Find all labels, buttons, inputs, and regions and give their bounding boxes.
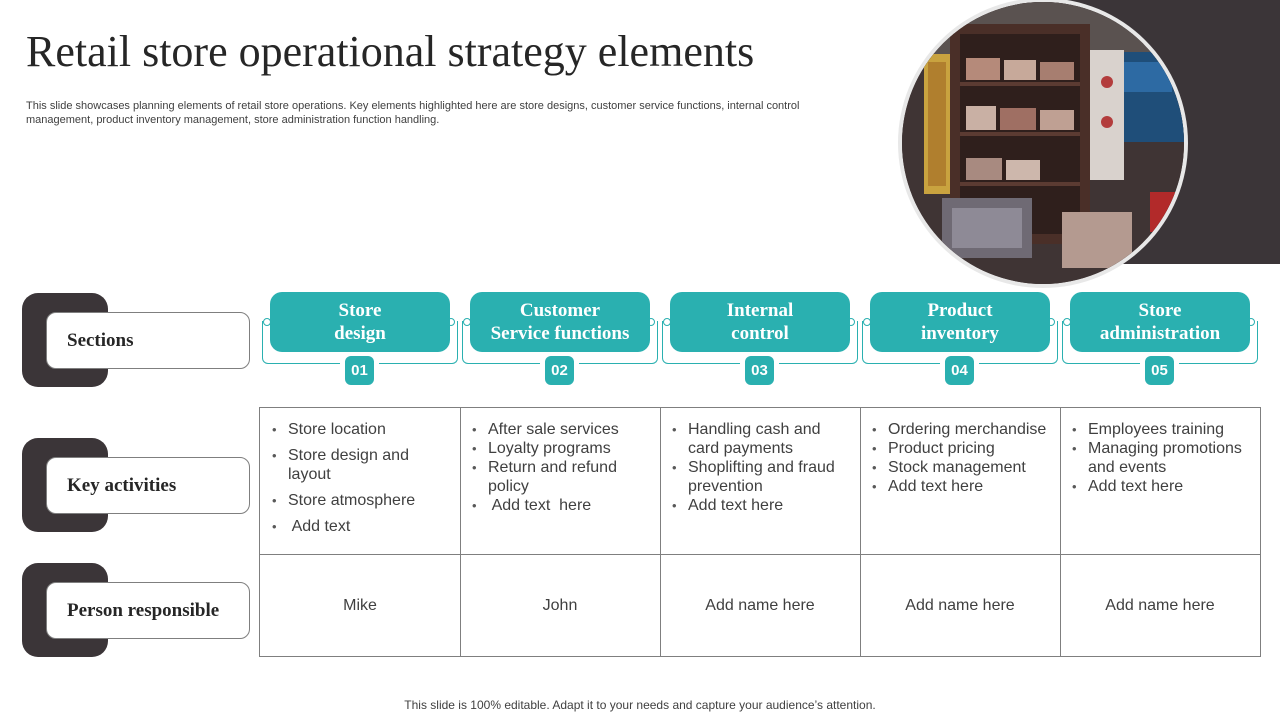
- key-activities-cell: Ordering merchandise Product pricing Sto…: [860, 408, 1060, 554]
- table-divider: [1060, 408, 1061, 657]
- person-responsible-cell: Mike: [343, 597, 377, 614]
- row-label-text: Sections: [46, 312, 250, 369]
- store-photo: [902, 2, 1184, 284]
- key-activities-cell: Handling cash and card payments Shoplift…: [660, 408, 860, 554]
- activity-item: Managing promotions and events: [1072, 439, 1250, 477]
- activity-item: Return and refund policy: [472, 458, 650, 496]
- section-number: 03: [745, 356, 774, 385]
- row-label-text: Person responsible: [46, 582, 250, 639]
- section-title-line: administration: [1099, 323, 1221, 344]
- section-title-line: design: [334, 323, 386, 344]
- section-title-line: Product: [927, 300, 993, 321]
- section-title-line: Service functions: [490, 323, 630, 344]
- person-responsible-cell: John: [542, 597, 578, 614]
- row-label-key-activities: Key activities: [22, 438, 252, 532]
- section-title-line: Store: [1138, 300, 1182, 321]
- section-number: 05: [1145, 356, 1174, 385]
- row-label-person-responsible: Person responsible: [22, 563, 252, 657]
- section-title-line: Internal: [726, 300, 794, 321]
- activity-item: Store atmosphere: [272, 491, 450, 510]
- store-photo-frame: [898, 0, 1188, 288]
- activity-item: Add text: [272, 517, 450, 536]
- key-activities-cell: After sale services Loyalty programs Ret…: [460, 408, 660, 554]
- section-number: 02: [545, 356, 574, 385]
- activity-item: Shoplifting and fraud prevention: [672, 458, 850, 496]
- section-title-line: inventory: [920, 323, 1000, 344]
- activity-item: Add text here: [472, 496, 650, 515]
- row-label-text: Key activities: [46, 457, 250, 514]
- key-activities-cell: Store location Store design and layout S…: [260, 408, 460, 554]
- person-responsible-cell: Add name here: [1105, 597, 1215, 614]
- table-divider: [260, 554, 1260, 555]
- section-title-line: Customer: [519, 300, 601, 321]
- activity-item: Add text here: [872, 477, 1050, 496]
- activity-item: Loyalty programs: [472, 439, 650, 458]
- slide-footer: This slide is 100% editable. Adapt it to…: [404, 698, 876, 712]
- activity-item: Product pricing: [872, 439, 1050, 458]
- person-responsible-cell: Add name here: [905, 597, 1015, 614]
- person-responsible-cell: Add name here: [705, 597, 815, 614]
- activities-table: Store location Store design and layout S…: [259, 407, 1261, 657]
- row-label-sections: Sections: [22, 293, 252, 387]
- slide-title: Retail store operational strategy elemen…: [26, 27, 755, 76]
- table-divider: [860, 408, 861, 657]
- slide-subtitle: This slide showcases planning elements o…: [26, 100, 800, 126]
- activity-item: Employees training: [1072, 420, 1250, 439]
- activity-item: Add text here: [672, 496, 850, 515]
- activity-item: Handling cash and card payments: [672, 420, 850, 458]
- section-title-line: Store: [338, 300, 382, 321]
- table-divider: [460, 408, 461, 657]
- section-title-line: control: [731, 323, 789, 344]
- table-divider: [660, 408, 661, 657]
- section-number: 04: [945, 356, 974, 385]
- activity-item: Add text here: [1072, 477, 1250, 496]
- section-number: 01: [345, 356, 374, 385]
- key-activities-cell: Employees training Managing promotions a…: [1060, 408, 1260, 554]
- activity-item: Store design and layout: [272, 446, 450, 484]
- activity-item: Stock management: [872, 458, 1050, 477]
- activity-item: Ordering merchandise: [872, 420, 1050, 439]
- activity-item: After sale services: [472, 420, 650, 439]
- activity-item: Store location: [272, 420, 450, 439]
